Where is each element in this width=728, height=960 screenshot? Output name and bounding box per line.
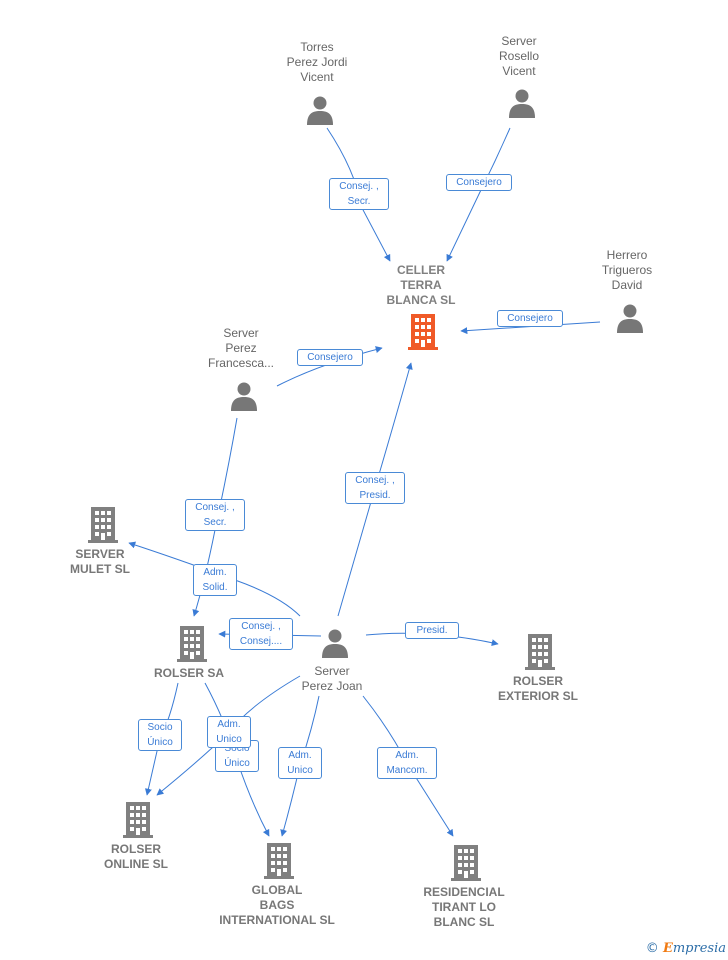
building-icon[interactable] [408,314,438,350]
node-label-rosello[interactable]: Server Rosello Vicent [498,34,540,78]
node-label-francesca[interactable]: Server Perez Francesca... [207,326,275,370]
person-icon[interactable] [617,304,643,334]
building-icon[interactable] [451,845,481,881]
edge-label-joan-exterior[interactable]: Presid. [405,622,459,639]
brand-name: mpresia [672,941,726,956]
copyright-icon: © [645,941,659,956]
edge-label-joan-rolsersa[interactable]: Consej. , Consej.... [229,618,293,650]
edge-label-herrero-celler[interactable]: Consejero [497,310,563,327]
person-icon[interactable] [231,382,257,412]
edge-label-francesca-celler[interactable]: Consejero [297,349,363,366]
person-icon[interactable] [509,89,535,119]
edge-label-rolsersa-online[interactable]: Socio Único [138,719,182,751]
edge-label-joan-mulet[interactable]: Adm. Solid. [193,564,237,596]
node-label-joan[interactable]: Server Perez Joan [301,664,363,693]
node-label-online[interactable]: ROLSER ONLINE SL [103,842,168,871]
edge-label-francesca-rolsersa[interactable]: Consej. , Secr. [185,499,245,531]
edge-label-rosello-celler[interactable]: Consejero [446,174,512,191]
building-icon[interactable] [264,843,294,879]
building-icon[interactable] [88,507,118,543]
node-label-residencial[interactable]: RESIDENCIAL TIRANT LO BLANC SL [423,885,505,929]
person-icon[interactable] [322,629,348,659]
brand-initial: E [662,941,673,956]
node-label-exterior[interactable]: ROLSER EXTERIOR SL [497,674,578,703]
edge-label-torres-celler[interactable]: Consej. , Secr. [329,178,389,210]
edge-label-joan-online[interactable]: Adm. Unico [207,716,251,748]
node-label-mulet[interactable]: SERVER MULET SL [70,547,130,576]
edge-rosello-celler [446,127,511,262]
building-icon[interactable] [525,634,555,670]
node-label-rolser-sa[interactable]: ROLSER SA [153,666,224,680]
edge-label-rolsersa-global[interactable]: Socio Único [215,740,259,772]
edge-label-joan-celler[interactable]: Consej. , Presid. [345,472,405,504]
node-label-herrero[interactable]: Herrero Trigueros David [601,248,653,292]
empresia-logo[interactable]: © Empresia [646,941,726,956]
building-icon[interactable] [123,802,153,838]
edge-label-joan-residencial[interactable]: Adm. Mancom. [377,747,437,779]
edge-label-joan-global[interactable]: Adm. Unico [278,747,322,779]
node-label-torres[interactable]: Torres Perez Jordi Vicent [286,40,348,84]
node-label-celler[interactable]: CELLER TERRA BLANCA SL [386,263,456,307]
person-icon[interactable] [307,96,333,126]
node-label-global[interactable]: GLOBAL BAGS INTERNATIONAL SL [219,883,335,927]
building-icon[interactable] [177,626,207,662]
